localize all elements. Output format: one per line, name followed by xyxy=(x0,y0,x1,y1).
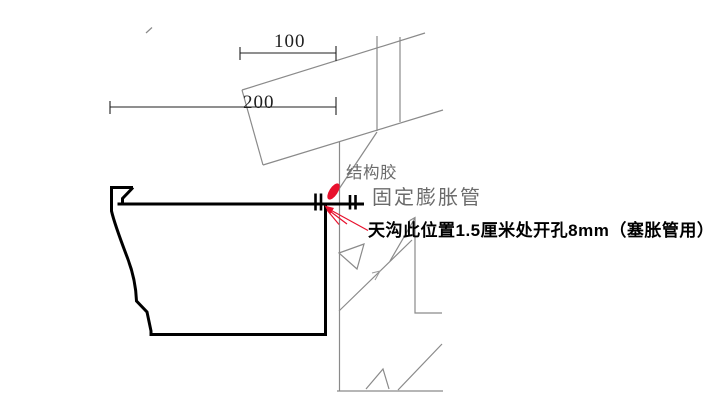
dimension-200 xyxy=(109,97,337,115)
wall-hatch-diagonal-3 xyxy=(397,343,443,391)
expansion-anchor-symbol xyxy=(314,193,357,211)
gutter-bead-flap xyxy=(121,186,135,203)
adhesive-leader-line xyxy=(336,131,378,193)
wall-triangle-symbol-lower xyxy=(365,367,390,390)
gutter-profile xyxy=(110,186,364,336)
wall-inner-step-line xyxy=(408,216,442,314)
label-fix-expansion-anchor: 固定膨胀管 xyxy=(372,187,482,209)
roof-panel-top-edge xyxy=(241,32,426,91)
dim-100-value: 100 xyxy=(274,31,306,52)
wall-hatch-diagonal-1 xyxy=(338,239,413,312)
structural-adhesive-blob xyxy=(327,183,340,200)
wall xyxy=(145,27,443,392)
dimension-100 xyxy=(239,46,337,61)
roof-panel xyxy=(241,32,444,166)
roof-panel-bottom-edge xyxy=(262,109,444,166)
gutter-body-outline xyxy=(110,186,327,336)
stray-tick-mark xyxy=(145,27,153,34)
roof-panel-left-edge xyxy=(241,89,264,166)
label-structural-adhesive: 结构胶 xyxy=(346,164,397,182)
wall-triangle-symbol-upper xyxy=(337,243,365,271)
wall-hatch-diagonal-2 xyxy=(389,217,416,262)
hatch-arrow-mark xyxy=(371,270,381,281)
note-leader-arrowhead xyxy=(324,205,334,215)
red-markers xyxy=(324,183,369,232)
label-drill-note: 天沟此位置1.5厘米处开孔8mm（塞胀管用） xyxy=(368,221,704,240)
dim-200-value: 200 xyxy=(243,92,275,113)
note-leader-main xyxy=(325,206,369,232)
